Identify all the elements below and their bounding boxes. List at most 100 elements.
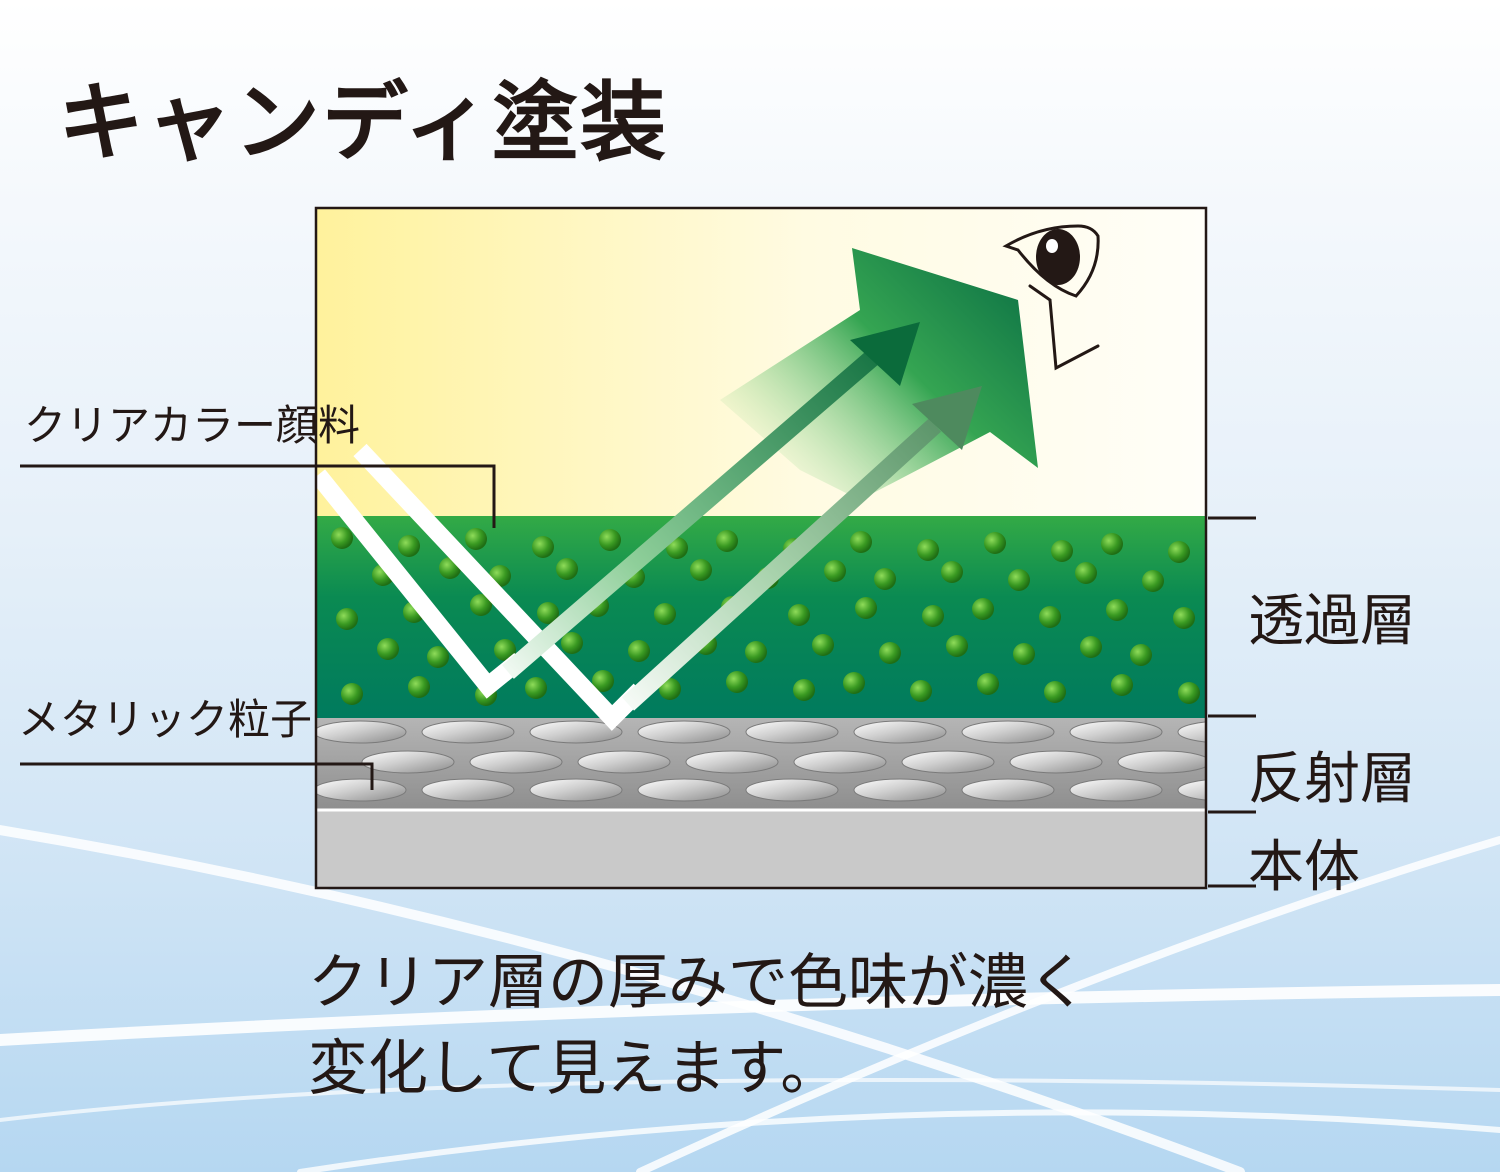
pigment-dot [1008, 569, 1030, 591]
metallic-flake [421, 778, 515, 802]
label-metallic-particles: メタリック粒子 [18, 695, 313, 744]
pigment-dot [341, 683, 363, 705]
pigment-dot [336, 608, 358, 630]
metallic-flake [745, 778, 839, 802]
metallic-flake [577, 750, 671, 774]
light-arrow-icon [912, 386, 982, 450]
metallic-leader-line [20, 762, 374, 790]
pigment-dot [1106, 599, 1128, 621]
pigment-dot [824, 560, 846, 582]
metallic-flake [469, 750, 563, 774]
pigment-dot [1168, 541, 1190, 563]
pigment-leader-line [20, 464, 496, 528]
metallic-flake [1009, 750, 1103, 774]
pigment-dot [726, 671, 748, 693]
pigment-dot [592, 670, 614, 692]
light-arrow-icon [850, 322, 920, 386]
pigment-dot [537, 602, 559, 624]
pigment-dot [812, 634, 834, 656]
pigment-dot [972, 598, 994, 620]
eye-pupil [1036, 229, 1080, 285]
pigment-dot [1075, 562, 1097, 584]
pigment-dot [1111, 674, 1133, 696]
label-reflection-layer: 反射層 [1248, 747, 1416, 812]
body-layer-band [316, 810, 1206, 888]
metallic-flake [961, 778, 1055, 802]
pigment-dot [843, 672, 865, 694]
pigment-dot [1080, 636, 1102, 658]
pigment-dot [408, 676, 430, 698]
label-transmission-layer: 透過層 [1248, 589, 1416, 654]
pigment-dot [561, 632, 583, 654]
page-title: キャンディ塗装 [58, 73, 668, 173]
pigment-dot [850, 531, 872, 553]
metallic-flake [316, 778, 407, 802]
pigment-dot [659, 678, 681, 700]
pigment-dot [465, 528, 487, 550]
pigment-dot [879, 642, 901, 664]
pigment-dot [788, 604, 810, 626]
pigment-dot [599, 529, 621, 551]
pigment-dot [917, 539, 939, 561]
pigment-dot [1039, 606, 1061, 628]
metallic-flake [529, 778, 623, 802]
pigment-dot [745, 641, 767, 663]
metallic-flake [853, 720, 947, 744]
metallic-flake [901, 750, 995, 774]
pigment-dot [690, 559, 712, 581]
label-clear-color-pigment: クリアカラー顔料 [24, 401, 361, 450]
label-body: 本体 [1248, 835, 1360, 900]
pigment-dot [532, 536, 554, 558]
pigment-dot [654, 603, 676, 625]
metallic-flake [529, 720, 623, 744]
light-ray-out-1 [502, 351, 878, 679]
caption-line-2: 変化して見えます。 [308, 1034, 841, 1104]
pigment-dot [793, 679, 815, 701]
metallic-flake [637, 778, 731, 802]
metallic-flake [361, 750, 455, 774]
pigment-dot [910, 680, 932, 702]
metallic-flake [637, 720, 731, 744]
pigment-dot [1013, 643, 1035, 665]
metallic-flake [1069, 778, 1163, 802]
pigment-dot [331, 527, 353, 549]
metallic-flake [316, 720, 407, 744]
pigment-dot [377, 638, 399, 660]
metallic-flake [853, 778, 947, 802]
metallic-flake [1177, 721, 1206, 743]
pigment-dot [1178, 682, 1200, 704]
pigment-dot [556, 558, 578, 580]
metallic-flake [745, 720, 839, 744]
pigment-dot [1051, 540, 1073, 562]
pigment-dot [398, 535, 420, 557]
caption-line-1: クリア層の厚みで色味が濃く [308, 948, 1088, 1018]
pigment-dot [855, 597, 877, 619]
pigment-dot [922, 605, 944, 627]
metallic-flake [961, 720, 1055, 744]
pigment-dot [941, 561, 963, 583]
pigment-dot [427, 646, 449, 668]
metallic-flake [685, 750, 779, 774]
pigment-dot [494, 639, 516, 661]
light-ray-out-2 [621, 418, 942, 711]
metallic-flakes [316, 720, 1206, 802]
pigment-dot [874, 568, 896, 590]
pigment-dot [628, 640, 650, 662]
metallic-flake [421, 720, 515, 744]
pigment-dot [1173, 607, 1195, 629]
metallic-flake [793, 750, 887, 774]
pigment-dot [977, 673, 999, 695]
pigment-dot [1142, 570, 1164, 592]
pigment-dot [1101, 533, 1123, 555]
diagram-frame [314, 206, 1208, 890]
metallic-flake [1177, 779, 1206, 801]
pigment-dot [1130, 644, 1152, 666]
metallic-flake [1069, 720, 1163, 744]
pigment-dot [946, 635, 968, 657]
pigment-dot [525, 677, 547, 699]
pigment-dot [1044, 681, 1066, 703]
pigment-dot [984, 532, 1006, 554]
pigment-dot [716, 530, 738, 552]
